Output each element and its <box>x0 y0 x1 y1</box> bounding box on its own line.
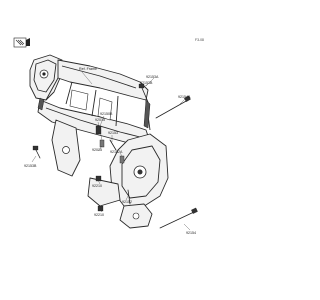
part-label-92153b-left: 92153B <box>24 164 37 168</box>
part-label-92154: 92154 <box>186 231 196 235</box>
part-label-92210-lower: 92210 <box>94 213 104 217</box>
frame-drawing <box>29 54 169 229</box>
part-label-92154a: 92154A <box>178 95 191 99</box>
bushing-92015a <box>99 139 105 148</box>
part-label-92153a: 92153A <box>146 75 159 79</box>
bolt-92152 <box>127 189 131 205</box>
bolt-92153b-left <box>35 149 41 159</box>
kawasaki-logo-icon <box>13 37 30 48</box>
part-label-92153: 92153 <box>108 131 118 135</box>
part-label-92015-lower: 92015 <box>92 148 102 152</box>
part-label-92210: 92210 <box>92 184 102 188</box>
part-label-92152: 92152 <box>122 200 132 204</box>
leader-lines <box>31 71 191 231</box>
part-label-92153b: 92153B <box>140 81 153 85</box>
part-label-92015: 92015 <box>95 118 105 122</box>
nut-92210b <box>97 205 104 212</box>
bolt-92154 <box>159 211 195 229</box>
nut-92210 <box>95 175 102 182</box>
bolt-92153 <box>109 139 117 151</box>
bolt-92154a <box>155 99 189 119</box>
frame-parts-diagram: F3-08 <box>13 37 204 235</box>
bolts <box>32 83 198 229</box>
page-number: F3-08 <box>195 38 204 42</box>
frame-reference-label: Ref. Frame <box>79 67 97 71</box>
part-label-92150b: 92150B <box>100 112 113 116</box>
collar-92150b <box>95 125 102 135</box>
bolt-92153a <box>141 87 149 103</box>
part-label-92152a: 92152A <box>110 150 123 154</box>
bushing-92015b <box>119 155 125 164</box>
